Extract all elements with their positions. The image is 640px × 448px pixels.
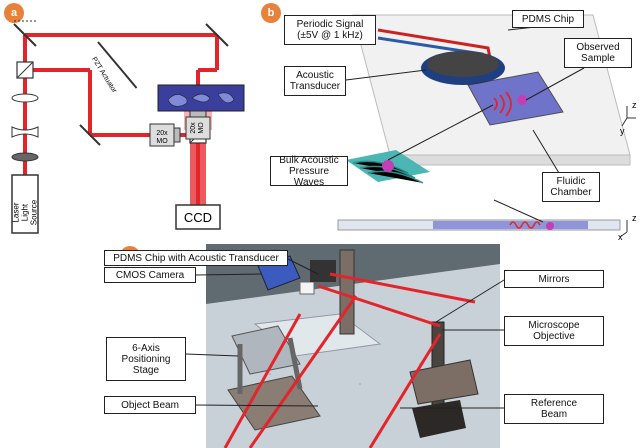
reference-beam-label: Reference Beam [504, 394, 604, 424]
laser-source-label: Laser Light Source [11, 199, 39, 226]
fluidic-chamber-line1: Fluidic [556, 176, 586, 187]
fluidic-chamber-label: Fluidic Chamber [542, 172, 600, 202]
pdms-chip-label: PDMS Chip [512, 10, 584, 28]
optical-table-render [185, 244, 505, 448]
positioning-line3: Stage [132, 364, 160, 376]
fluidic-chamber [467, 71, 564, 126]
positioning-line1: 6-Axis [132, 342, 160, 354]
imaging-beam [190, 135, 206, 205]
acoustic-transducer-line2: Transducer [289, 81, 341, 92]
laser-source-box [11, 174, 39, 234]
positioning-line2: Positioning [121, 353, 171, 365]
axis-x-label-bottom: x [618, 232, 623, 242]
ccd-label: CCD [183, 210, 213, 225]
periodic-signal-line1: Periodic Signal [296, 19, 364, 30]
mirror-mount [310, 260, 336, 282]
pzt-actuator [97, 41, 138, 89]
observed-sample-line2: Sample [581, 53, 615, 64]
periodic-signal-label: Periodic Signal (±5V @ 1 kHz) [284, 15, 376, 45]
pdms-chip-illustration [337, 14, 636, 238]
fluidic-chamber-line2: Chamber [550, 187, 592, 198]
acoustic-wave-arcs [493, 91, 512, 117]
reference-line2: Beam [540, 409, 568, 420]
pdms-chip-transducer-label: PDMS Chip with Acoustic Transducer [104, 250, 288, 266]
panel-c: c [0, 244, 640, 448]
optical-setup-diagram [11, 20, 245, 234]
axis-triad-bottom [619, 220, 628, 238]
lens-icon [11, 93, 39, 103]
observed-sample-line1: Observed [576, 42, 620, 53]
axis-z-label-top: z [632, 100, 637, 110]
panel-a-badge: a [4, 3, 24, 23]
acoustic-transducer-line1: Acoustic [296, 70, 334, 81]
panel-a: a [0, 0, 250, 240]
objective-top-label: 20x MO [190, 122, 205, 134]
bulk-waves-line1: Bulk Acoustic [279, 154, 339, 166]
microscope-objective-label: Microscope Objective [504, 316, 604, 346]
microscope-line1: Microscope [528, 320, 580, 331]
lens-icon [11, 126, 39, 138]
lens-icon [11, 152, 39, 162]
acoustic-transducer-label: Acoustic Transducer [284, 66, 346, 96]
microscope-line2: Objective [533, 331, 575, 342]
panel-b: b [258, 0, 640, 242]
mirrors-label: Mirrors [504, 270, 604, 288]
panel-b-badge: b [261, 3, 281, 23]
hexapod-stage [231, 325, 301, 375]
signal-wire-red [377, 28, 492, 59]
object-beam-label: Object Beam [104, 396, 196, 414]
bulk-waves-label: Bulk Acoustic Pressure Waves [270, 154, 348, 188]
positioning-stage-label: 6-Axis Positioning Stage [106, 337, 186, 381]
reference-line1: Reference [530, 398, 578, 409]
ccd-camera-box [175, 204, 221, 230]
observed-sample-label: Observed Sample [564, 38, 632, 68]
cmos-camera-label: CMOS Camera [104, 267, 196, 283]
panel-c-beams [223, 272, 476, 448]
periodic-signal-line2: (±5V @ 1 kHz) [297, 30, 363, 41]
axis-y-label-top: y [620, 126, 625, 136]
objective-left-label: 20x MO [156, 130, 168, 145]
mirror-tower [339, 249, 355, 335]
mirror-icons [13, 23, 229, 146]
axis-z-label-bottom: z [632, 213, 637, 223]
axis-triad-top [621, 106, 636, 127]
observed-sample-dot [517, 95, 527, 105]
bulk-waves-line2: Pressure Waves [288, 165, 329, 188]
